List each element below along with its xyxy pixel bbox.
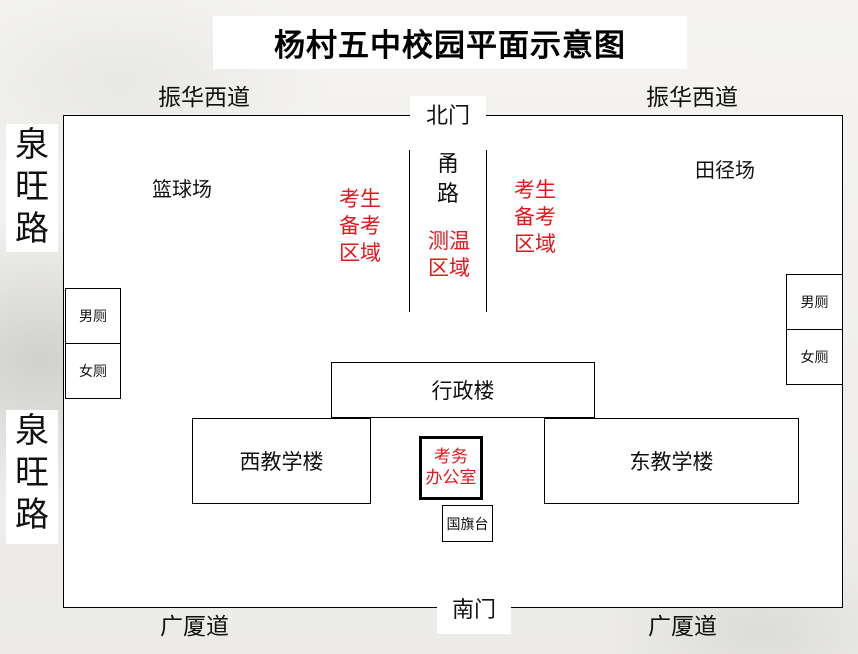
south-gate: 南门: [437, 582, 511, 634]
road-char: 路: [15, 495, 49, 535]
title-banner: 杨村五中校园平面示意图: [213, 16, 687, 69]
road-label-north-right: 振华西道: [646, 85, 738, 111]
toilet-label: 女厕: [800, 350, 829, 366]
toilet-label: 女厕: [79, 364, 107, 380]
passage-left-line: [409, 150, 410, 312]
office-line: 办公室: [425, 468, 477, 488]
admin-building: 行政楼: [331, 362, 595, 418]
west-teaching-building: 西教学楼: [192, 418, 371, 504]
office-line: 考务: [434, 447, 468, 467]
temperature-line: 区域: [428, 256, 470, 280]
east-teaching-building: 东教学楼: [544, 418, 799, 504]
road-label-west-lower: 泉 旺 路: [6, 410, 58, 544]
north-gate: 北门: [410, 96, 486, 132]
west-female-toilet: 女厕: [65, 343, 121, 399]
east-teaching-building-label: 东教学楼: [629, 450, 714, 474]
road-label-south-right: 广厦道: [648, 614, 717, 640]
exam-prep-line: 区域: [514, 232, 556, 256]
west-teaching-building-label: 西教学楼: [239, 450, 324, 474]
road-char: 泉: [15, 411, 49, 451]
page-title: 杨村五中校园平面示意图: [274, 28, 626, 64]
basketball-court-label: 篮球场: [152, 177, 212, 201]
exam-prep-area-left: 考生 备考 区域: [334, 186, 386, 267]
toilet-label: 男厕: [79, 309, 107, 325]
admin-building-label: 行政楼: [431, 379, 495, 403]
road-char: 泉: [15, 125, 49, 165]
west-male-toilet: 男厕: [65, 288, 121, 344]
exam-prep-line: 考生: [339, 187, 381, 211]
exam-affairs-office: 考务 办公室: [419, 436, 483, 500]
temperature-line: 测温: [428, 229, 470, 253]
road-label-west-upper: 泉 旺 路: [6, 124, 58, 252]
north-gate-label: 北门: [425, 104, 470, 129]
passage-label: 甬 路: [432, 150, 464, 210]
passage-char: 路: [436, 182, 459, 207]
flag-platform: 国旗台: [442, 505, 493, 542]
exam-prep-line: 区域: [339, 241, 381, 265]
exam-prep-line: 备考: [339, 214, 381, 238]
east-female-toilet: 女厕: [786, 329, 843, 385]
exam-prep-line: 备考: [514, 205, 556, 229]
flag-platform-label: 国旗台: [446, 516, 489, 533]
toilet-label: 男厕: [800, 295, 829, 311]
south-gate-label: 南门: [451, 598, 496, 623]
passage-right-line: [486, 150, 487, 312]
road-char: 旺: [15, 167, 49, 207]
east-male-toilet: 男厕: [786, 274, 843, 330]
road-label-north-left: 振华西道: [158, 85, 250, 111]
road-label-south-left: 广厦道: [160, 614, 229, 640]
passage-char: 甬: [436, 152, 459, 177]
exam-prep-line: 考生: [514, 178, 556, 202]
temperature-check-area: 测温 区域: [425, 228, 473, 282]
road-char: 路: [15, 209, 49, 249]
exam-prep-area-right: 考生 备考 区域: [509, 177, 561, 258]
track-field-label: 田径场: [695, 158, 755, 182]
road-char: 旺: [15, 453, 49, 493]
